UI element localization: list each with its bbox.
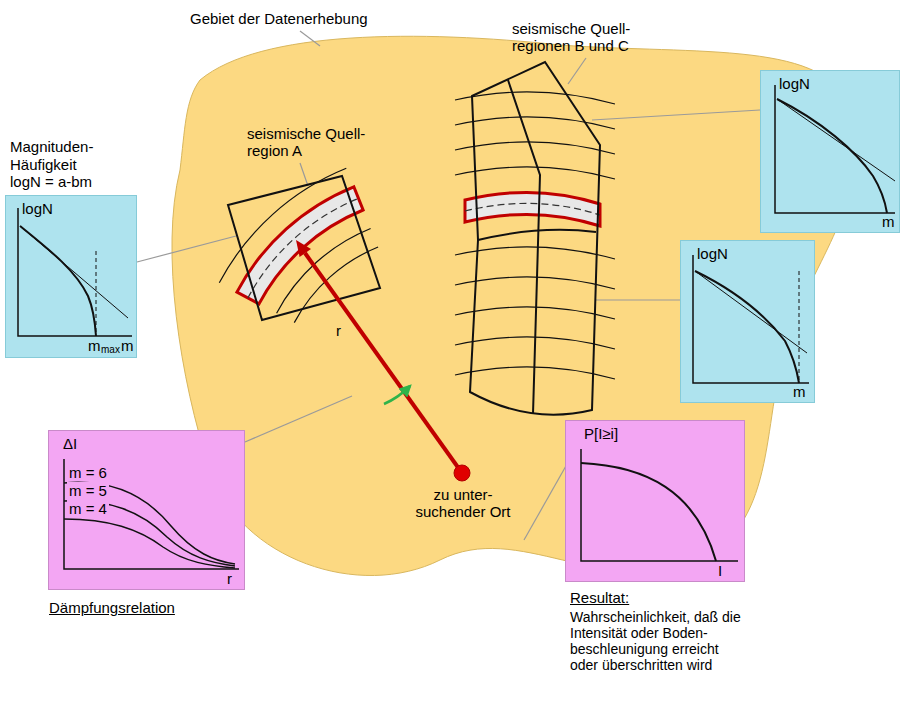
frequency-plot-box: logN m [680, 240, 815, 403]
plot-line [775, 85, 895, 213]
axis-label: I [718, 562, 722, 579]
plot-line [777, 99, 887, 213]
plot-line [96, 251, 97, 336]
region-label: Gebiet der Datenerhebung [190, 10, 368, 27]
region-label: seismische Quell- region A [247, 125, 375, 160]
result-text: Wahrscheinlichkeit, daß die Intensität o… [570, 609, 746, 673]
site-label: zu unter- suchender Ort [408, 486, 518, 521]
distance-arrow [296, 240, 462, 473]
axis-subscript: max [101, 344, 120, 356]
plot-line [64, 459, 239, 569]
plot-curves [761, 71, 901, 231]
survey-region [172, 36, 855, 575]
site-dot [454, 465, 470, 481]
plot-curves [681, 241, 816, 401]
plot-line [64, 501, 235, 566]
region-label: seismische Quell- regionen B und C [512, 20, 644, 55]
distance-label: r [336, 322, 341, 339]
frequency-plot-box: logN m [760, 70, 900, 233]
plot-line [20, 226, 128, 318]
axis-label: logN [779, 75, 810, 92]
curve-label: m = 5 [67, 482, 109, 499]
curve-label: m = 6 [67, 464, 109, 481]
plot-line [581, 449, 738, 561]
curve-label: m = 4 [67, 500, 109, 517]
plot-line [581, 463, 716, 561]
plot-line [695, 271, 799, 383]
axis-label: m [121, 337, 134, 354]
plot-curves [6, 196, 138, 356]
axis-label: P[I≥i] [584, 425, 618, 442]
attenuation-plot-box: ΔIm = 6m = 5m = 4rDämpfungsrelation [48, 430, 245, 590]
plot-line [18, 208, 132, 336]
axis-label: logN [22, 200, 53, 217]
result-heading: Resultat: [570, 589, 629, 606]
plot-line [693, 255, 809, 383]
plot-line [799, 271, 800, 383]
plot-line [64, 519, 235, 568]
axis-label: m [88, 337, 101, 354]
axis-label: m [882, 213, 895, 230]
plot-curves [566, 421, 746, 583]
plot-line [695, 271, 807, 353]
frequency-plot-box: Magnituden- Häufigkeit logN = a-bmlogNmm… [5, 195, 137, 358]
source-regions-b-c [455, 62, 615, 415]
axis-label: r [227, 570, 232, 587]
plot-line [777, 99, 895, 181]
plot-caption: Dämpfungsrelation [49, 599, 175, 616]
source-region-a [219, 168, 380, 322]
result-plot-box: P[I≥i]IResultat:Wahrscheinlichkeit, daß … [565, 420, 745, 582]
plot-heading: Magnituden- Häufigkeit logN = a-bm [10, 138, 108, 190]
axis-label: m [793, 383, 806, 400]
axis-label: logN [697, 245, 728, 262]
axis-label: ΔI [63, 435, 77, 452]
